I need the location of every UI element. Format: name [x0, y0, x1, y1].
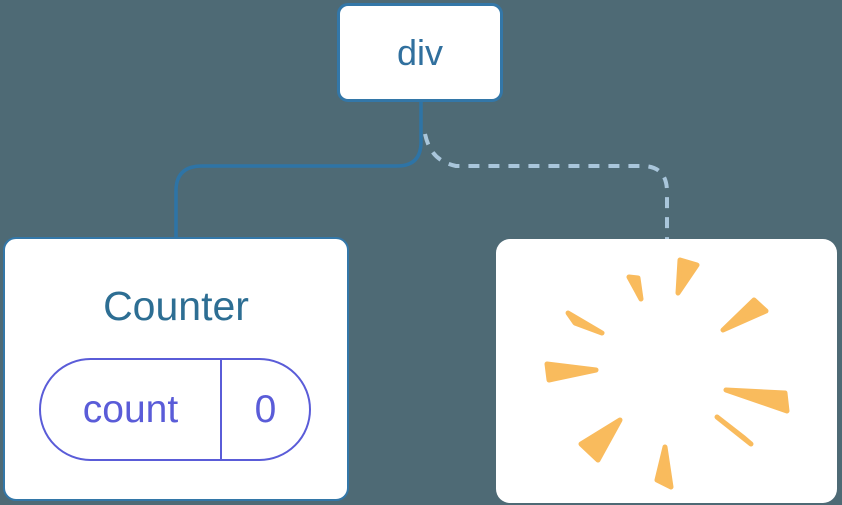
state-key-label: count — [82, 387, 179, 431]
root-node-label: div — [396, 31, 444, 73]
root-node-div: div — [337, 3, 503, 102]
removed-component-card — [496, 239, 837, 503]
counter-title: Counter — [103, 283, 249, 329]
state-pill: count 0 — [39, 358, 311, 461]
state-value-label: 0 — [254, 387, 277, 431]
dashed-edge-to-removed — [423, 133, 669, 240]
solid-edge-to-counter — [174, 99, 423, 240]
state-pill-divider — [220, 360, 222, 459]
counter-component-card: Counter count 0 — [3, 237, 349, 501]
poof-explosion-icon — [544, 257, 790, 490]
